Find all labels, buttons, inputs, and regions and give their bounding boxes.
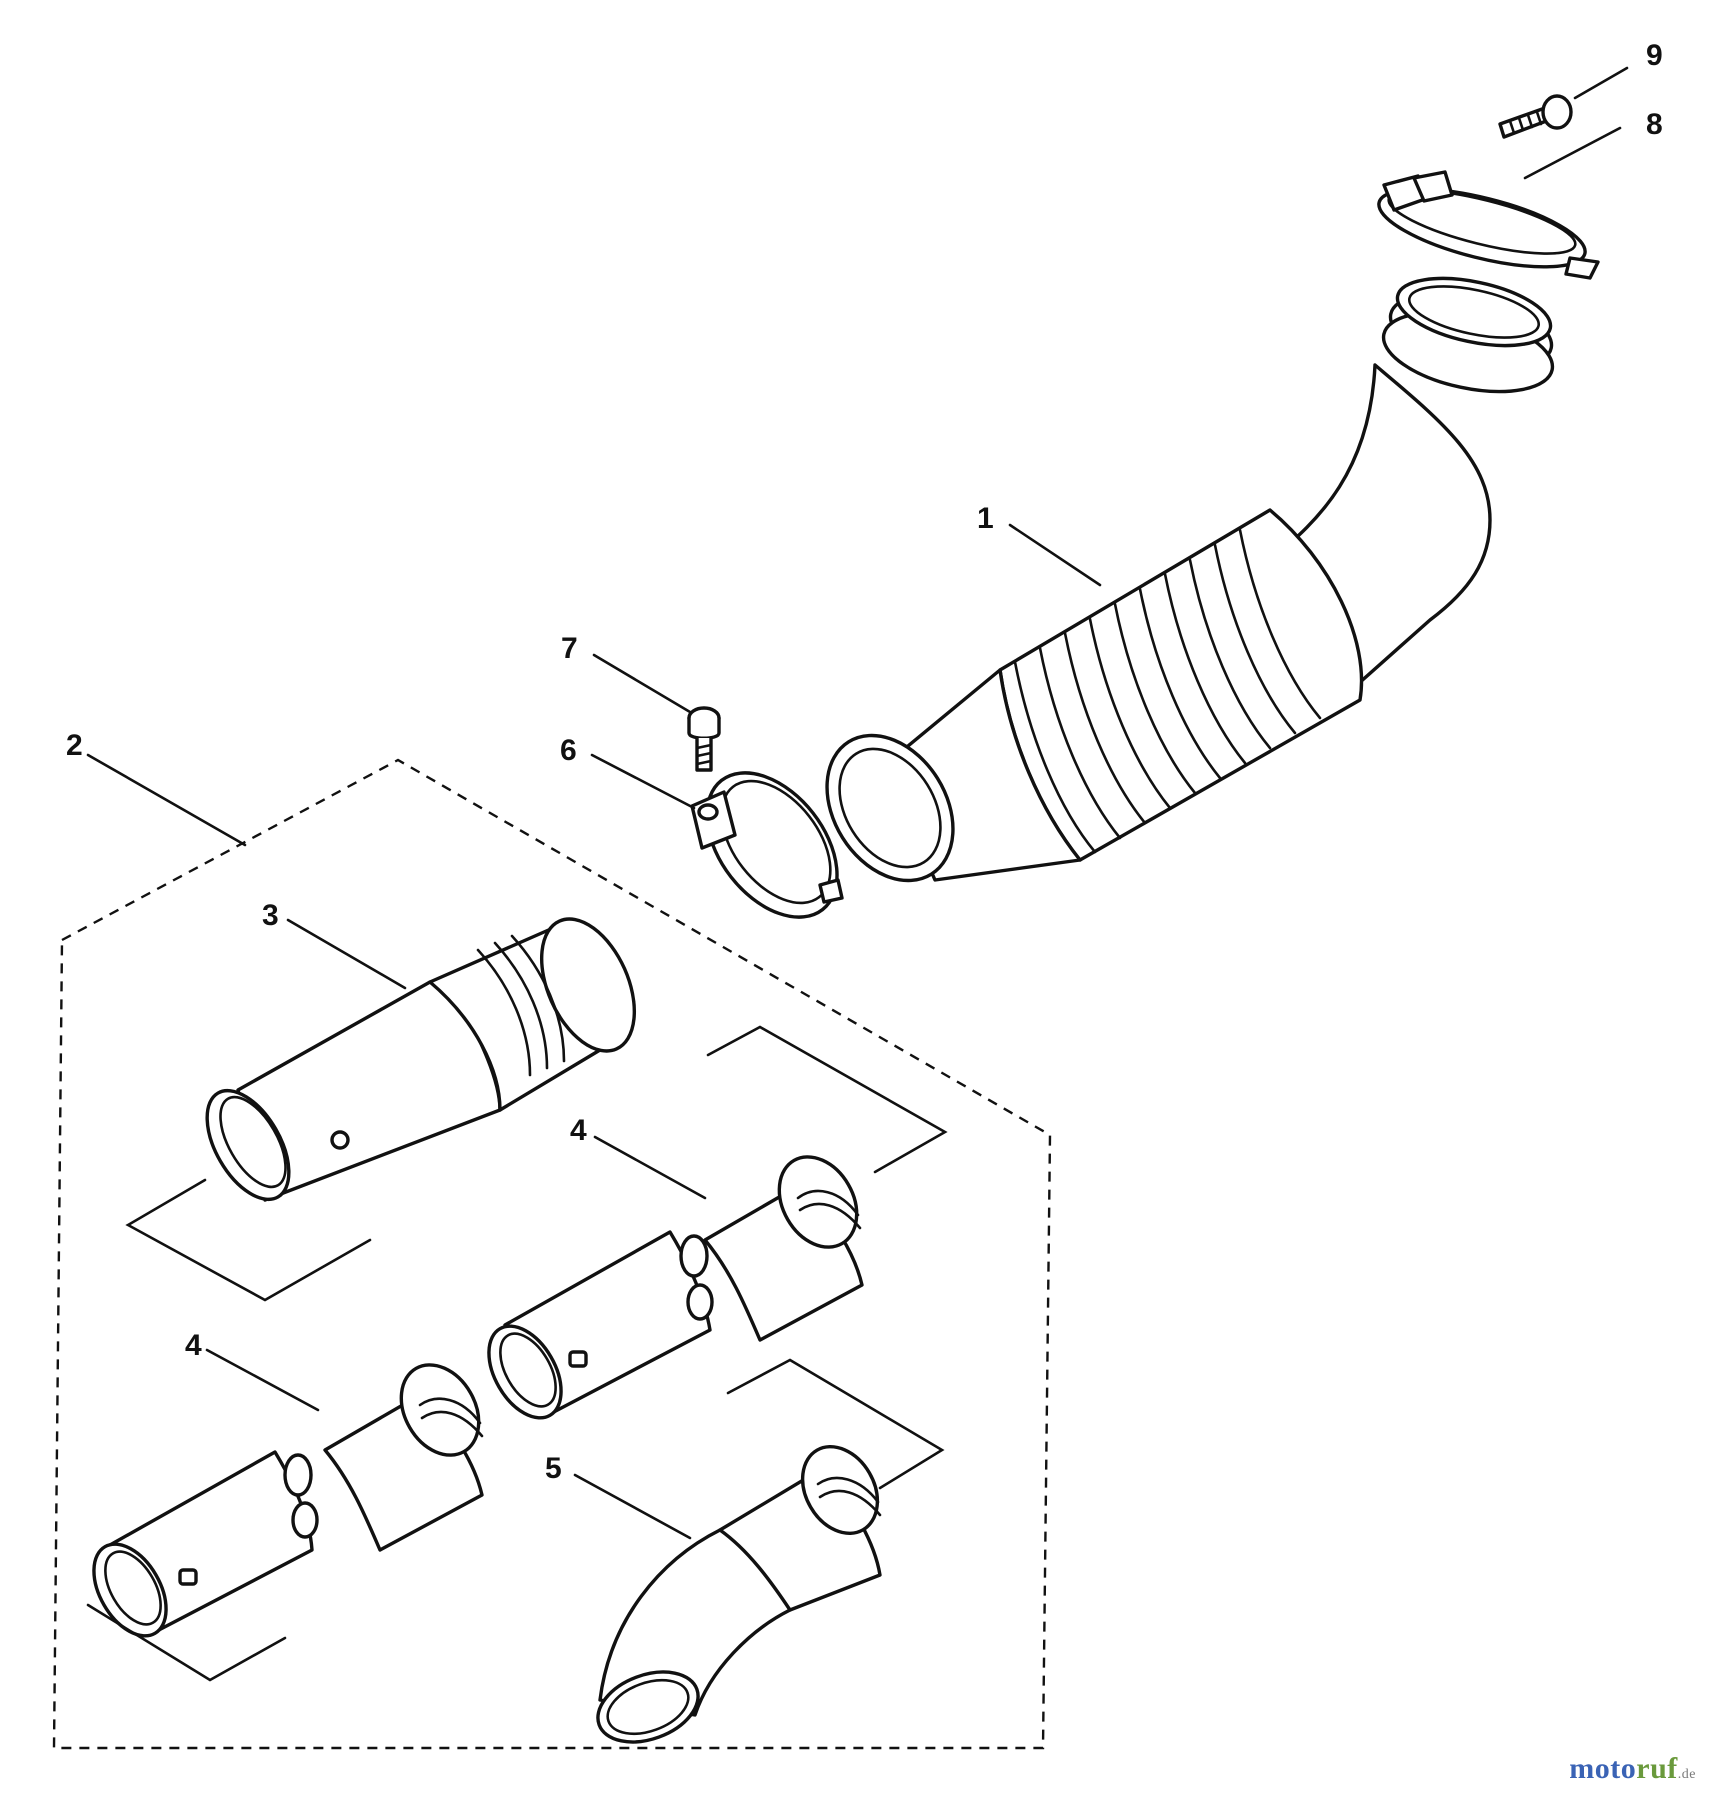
part-3-blower-pipe[interactable]	[190, 905, 653, 1213]
part-1-flex-elbow-hose[interactable]	[801, 266, 1559, 903]
callout-labels: 1 2 3 4 4 5 6 7 8 9	[66, 39, 1663, 1485]
bracket-part-3	[125, 1178, 372, 1302]
part-4-extension-pipe-lower[interactable]	[79, 1351, 494, 1648]
part-4-extension-pipe-upper[interactable]	[474, 1143, 872, 1430]
callout-6: 6	[560, 734, 577, 767]
corrugations	[1013, 528, 1322, 854]
callout-1: 1	[977, 502, 994, 535]
part-6-hose-clamp[interactable]	[681, 748, 864, 941]
bracket-part-4-lower	[86, 1603, 287, 1682]
callout-8: 8	[1646, 108, 1663, 141]
leader-lines	[86, 66, 1629, 1540]
part-9-screw[interactable]	[1498, 94, 1573, 139]
bracket-part-4-upper	[706, 1025, 948, 1174]
part-8-hose-clamp[interactable]	[1372, 170, 1600, 283]
callout-2: 2	[66, 729, 83, 762]
callout-5: 5	[545, 1452, 562, 1485]
callout-4-upper: 4	[570, 1114, 587, 1147]
pipe-ribs	[476, 934, 566, 1077]
bracket-part-5	[726, 1358, 945, 1490]
part-5-nozzle-elbow[interactable]	[588, 1433, 892, 1755]
part-7-screw[interactable]	[687, 706, 721, 772]
callout-3: 3	[262, 899, 279, 932]
watermark-logo: motoruf.de	[1569, 1752, 1696, 1785]
kit-2-boundary	[52, 758, 1052, 1750]
callout-7: 7	[561, 632, 578, 665]
callout-9: 9	[1646, 39, 1663, 72]
callout-4-lower: 4	[185, 1329, 202, 1362]
